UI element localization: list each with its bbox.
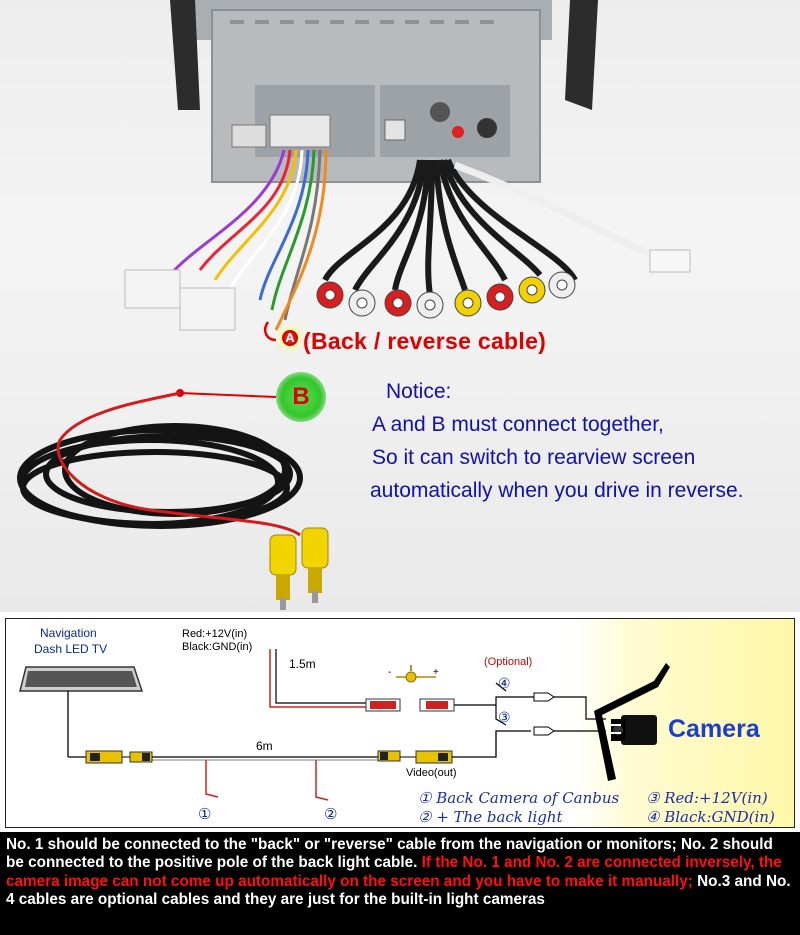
plug-plus-label: +	[433, 667, 439, 678]
plug-minus-label: -	[388, 667, 392, 678]
video-out-label: Video(out)	[406, 767, 457, 779]
power-label-line-1: Red:+12V(in)	[182, 628, 248, 640]
notice-line-3: automatically when you drive in reverse.	[370, 479, 744, 502]
nav-label-line-2: Dash LED TV	[34, 642, 108, 656]
optional-label: (Optional)	[484, 656, 533, 668]
instructions-part-3: No.3 and No. 4 cables are optional cable…	[6, 872, 791, 908]
legend-item-1: ① Back Camera of Canbus	[418, 789, 620, 807]
marker-1: ①	[198, 806, 212, 823]
marker-2: ②	[324, 806, 338, 823]
product-photo: A (Back / reverse cable) B Notice: A and…	[0, 0, 800, 612]
back-reverse-cable-label: (Back / reverse cable)	[303, 328, 547, 354]
notice-line-1: A and B must connect together,	[372, 413, 664, 436]
instructions-part-1: No. 1 should be connected to the "back" …	[6, 836, 773, 872]
rca-connector-left	[85, 750, 153, 764]
head-unit-wiring-illustration	[17, 0, 691, 610]
wiring-diagram: Navigation Dash LED TV Red:+12V(in) Blac…	[5, 618, 795, 828]
rca-connector-right	[377, 750, 453, 764]
notice-line-2: So it can switch to rearview screen	[372, 446, 696, 469]
marker-3: ③	[498, 709, 511, 725]
marker-4: ④	[498, 675, 511, 691]
legend-item-3: ③ Red:+12V(in)	[646, 789, 768, 807]
label-b-marker: B	[276, 372, 326, 422]
length-6m: 6m	[256, 739, 273, 753]
legend-item-4: ④ Black:GND(in)	[646, 808, 775, 826]
wiring-diagram-drawing	[19, 649, 670, 801]
length-1-5m: 1.5m	[289, 657, 316, 671]
camera-label: Camera	[668, 715, 760, 743]
label-a-marker: A	[282, 330, 298, 346]
notice-title: Notice:	[386, 380, 452, 403]
legend-item-2: ② + The back light	[418, 808, 563, 826]
power-label-line-2: Black:GND(in)	[182, 641, 253, 653]
nav-label-line-1: Navigation	[40, 626, 97, 640]
instructions-text: No. 1 should be connected to the "back" …	[0, 832, 800, 909]
instructions-warning: If the No. 1 and No. 2 are connected inv…	[6, 854, 782, 890]
instructions-panel: No. 1 should be connected to the "back" …	[0, 832, 800, 935]
